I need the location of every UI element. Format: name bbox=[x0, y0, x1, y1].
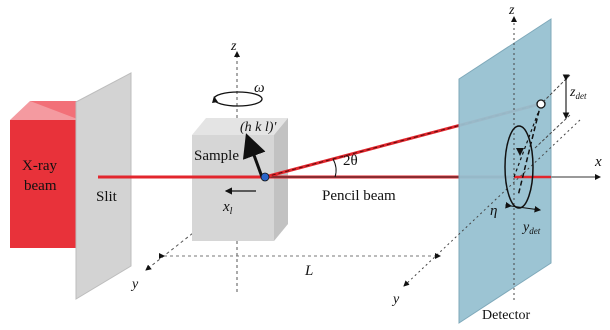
source-label-line1: X-ray bbox=[22, 158, 57, 174]
detector-y-label: y bbox=[391, 292, 400, 307]
l-label: L bbox=[304, 263, 313, 279]
y-det-label: ydet bbox=[521, 220, 541, 236]
sample-y-label: y bbox=[130, 277, 139, 292]
z-det-dimension: zdet bbox=[534, 74, 587, 149]
detector: z y η Detector bbox=[391, 3, 581, 324]
y-det-dimension: ydet bbox=[505, 201, 542, 236]
slit: Slit bbox=[75, 72, 132, 300]
x-axis-label: x bbox=[594, 154, 602, 170]
source-label-line2: beam bbox=[24, 178, 57, 194]
omega-label: ω bbox=[254, 80, 265, 96]
y-det-arrow bbox=[505, 201, 542, 213]
detector-z-label: z bbox=[508, 3, 515, 18]
sample-origin bbox=[260, 172, 270, 182]
two-theta-label: 2θ bbox=[343, 153, 358, 169]
sample-block: Sample bbox=[192, 118, 288, 241]
x-l-label: xl bbox=[222, 199, 233, 217]
l-distance: L bbox=[159, 253, 441, 279]
slit-label: Slit bbox=[96, 189, 118, 205]
beam-label: Pencil beam bbox=[322, 188, 396, 204]
detector-label: Detector bbox=[482, 308, 531, 323]
hkl-arrow bbox=[242, 133, 266, 178]
hkl-label: (h k l)' bbox=[240, 120, 277, 135]
source-front-face bbox=[10, 120, 80, 248]
x-l-marker: xl bbox=[222, 187, 256, 217]
ring-radius-dash bbox=[513, 112, 539, 178]
two-theta-arc bbox=[332, 158, 337, 178]
sample-side bbox=[274, 118, 288, 241]
diffracted-ray-dash bbox=[264, 103, 541, 178]
eta-arrowhead bbox=[516, 148, 524, 156]
sample-label: Sample bbox=[194, 148, 239, 164]
hkl-vector: (h k l)' bbox=[240, 120, 277, 178]
slit-plate bbox=[75, 72, 132, 300]
omega-arrowhead bbox=[212, 96, 218, 103]
z-det-ext-bottom bbox=[534, 114, 571, 149]
eta-label: η bbox=[490, 203, 497, 219]
sample-z-label: z bbox=[230, 39, 237, 54]
z-det-label: zdet bbox=[569, 85, 587, 101]
sample-top bbox=[192, 118, 288, 135]
omega-rotation: ω bbox=[212, 80, 265, 107]
